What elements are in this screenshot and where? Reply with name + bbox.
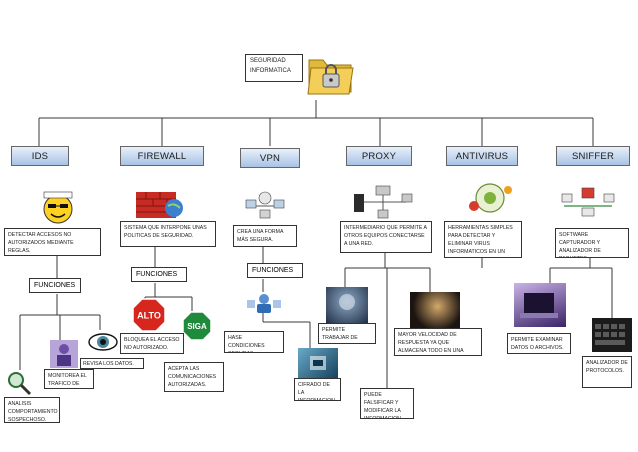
stop-sign-icon: ALTO [132, 298, 166, 332]
firewall-description-text: SISTEMA QUE INTERPONE UNAS POLITICAS DE … [124, 225, 207, 240]
ids-function-analisis-text: ANALISIS COMPORTAMIENTO SOSPECHOSO. [8, 401, 58, 423]
ids-function-revisa-text: REVISA LOS DATOS. [83, 361, 134, 367]
category-sniffer-label: SNIFFER [571, 150, 615, 162]
ids-detector-icon [38, 190, 78, 228]
proxy-function-anonima: PERMITE TRABAJAR DE FORMA ANONIMA. [318, 323, 376, 344]
stop-sign-text: ALTO [137, 311, 161, 321]
category-sniffer: SNIFFER [556, 146, 630, 166]
go-sign-text: SIGA [187, 322, 207, 331]
ids-function-monitorea: MONITOREA EL TRAFICO DE RED. [44, 369, 94, 389]
category-ids: IDS [11, 146, 69, 166]
vpn-function-cifrado: CIFRADO DE LA INFORMACION. [294, 378, 341, 401]
category-proxy: PROXY [346, 146, 412, 166]
ids-function-analisis: ANALISIS COMPORTAMIENTO SOSPECHOSO. [4, 397, 60, 423]
vpn-function-condiciones-text: HASE CONDICIONES SEGURAS. [228, 335, 265, 352]
sniffer-function-examinar-text: PERMITE EXAMINAR DATOS O ARCHIVOS. [511, 337, 564, 352]
category-vpn: VPN [240, 148, 300, 168]
proxy-speed-photo [410, 292, 460, 328]
sniffer-description: SOFTWARE CAPTURADOR Y ANALIZADOR DE PAQU… [555, 228, 629, 258]
vpn-network-icon [244, 186, 286, 222]
category-antivirus-label: ANTIVIRUS [455, 150, 509, 162]
sniffer-network-icon [560, 184, 616, 218]
vpn-user-icon [246, 292, 282, 314]
vpn-funciones: FUNCIONES [247, 263, 303, 278]
antivirus-description: HERRAMIENTAS SIMPLES PARA DETECTAR Y ELI… [444, 221, 522, 258]
ids-function-monitorea-text: MONITOREA EL TRAFICO DE RED. [48, 373, 87, 388]
sniffer-keyboard-photo [592, 318, 632, 352]
proxy-function-falsificar: PUEDE FALSIFICAR Y MODIFICAR LA INFORMAC… [360, 388, 414, 419]
ids-description-text: DETECTAR ACCESOS NO AUTORIZADOS MEDIANTE… [8, 232, 74, 255]
firewall-function-bloquea: BLOQUEA EL ACCESO NO AUTORIZADO. [120, 333, 184, 354]
sniffer-description-text: SOFTWARE CAPTURADOR Y ANALIZADOR DE PAQU… [559, 232, 601, 257]
category-firewall-label: FIREWALL [137, 150, 187, 162]
proxy-description: INTERMEDIARIO QUE PERMITE A OTROS EQUIPO… [340, 221, 432, 253]
firewall-funciones-label: FUNCIONES [136, 271, 178, 278]
vpn-description-text: CREA UNA FORMA MÁS SEGURA. [237, 229, 284, 244]
ids-funciones: FUNCIONES [29, 278, 81, 293]
firewall-function-bloquea-text: BLOQUEA EL ACCESO NO AUTORIZADO. [124, 337, 180, 352]
vpn-function-condiciones: HASE CONDICIONES SEGURAS. [224, 331, 284, 353]
proxy-anonymous-photo [326, 287, 368, 323]
proxy-function-falsificar-text: PUEDE FALSIFICAR Y MODIFICAR LA INFORMAC… [364, 392, 402, 418]
proxy-function-anonima-text: PERMITE TRABAJAR DE FORMA ANONIMA. [322, 327, 358, 342]
firewall-function-acepta-text: ACEPTA LAS COMUNICACIONES AUTORIZADAS. [168, 366, 217, 389]
sniffer-function-examinar: PERMITE EXAMINAR DATOS O ARCHIVOS. [507, 333, 571, 354]
firewall-description: SISTEMA QUE INTERPONE UNAS POLITICAS DE … [120, 221, 216, 247]
firewall-funciones: FUNCIONES [131, 267, 187, 282]
ids-funciones-label: FUNCIONES [34, 282, 76, 289]
root-label: SEGURIDAD INFORMATICA [250, 58, 291, 75]
category-ids-label: IDS [31, 150, 49, 162]
vpn-function-cifrado-text: CIFRADO DE LA INFORMACION. [298, 382, 336, 400]
category-vpn-label: VPN [259, 152, 281, 164]
sniffer-function-protocolos-text: ANALIZADOR DE PROTOCOLOS. [586, 360, 628, 375]
proxy-servers-icon [350, 184, 416, 220]
proxy-function-velocidad: MAYOR VELOCIDAD DE RESPUESTA YA QUE ALMA… [394, 328, 482, 356]
eye-icon [88, 330, 118, 354]
sniffer-laptop-photo [514, 283, 566, 327]
proxy-description-text: INTERMEDIARIO QUE PERMITE A OTROS EQUIPO… [344, 225, 427, 248]
go-sign-icon: SIGA [182, 311, 212, 341]
firewall-function-acepta: ACEPTA LAS COMUNICACIONES AUTORIZADAS. [164, 362, 224, 392]
antivirus-description-text: HERRAMIENTAS SIMPLES PARA DETECTAR Y ELI… [448, 225, 513, 256]
monitoring-figure-icon [50, 340, 78, 368]
root-node: SEGURIDAD INFORMATICA [245, 54, 303, 82]
firewall-icon [134, 186, 184, 222]
sniffer-function-protocolos: ANALIZADOR DE PROTOCOLOS. [582, 356, 632, 388]
category-proxy-label: PROXY [361, 150, 397, 162]
folder-lock-icon [305, 50, 355, 98]
proxy-function-velocidad-text: MAYOR VELOCIDAD DE RESPUESTA YA QUE ALMA… [398, 332, 464, 355]
vpn-encryption-photo [298, 348, 338, 378]
ids-function-revisa: REVISA LOS DATOS. [80, 358, 144, 369]
category-antivirus: ANTIVIRUS [446, 146, 518, 166]
category-firewall: FIREWALL [120, 146, 204, 166]
ids-description: DETECTAR ACCESOS NO AUTORIZADOS MEDIANTE… [4, 228, 101, 256]
vpn-description: CREA UNA FORMA MÁS SEGURA. [233, 225, 297, 247]
magnifier-icon [6, 370, 32, 396]
antivirus-icon [462, 180, 520, 216]
vpn-funciones-label: FUNCIONES [252, 267, 294, 274]
